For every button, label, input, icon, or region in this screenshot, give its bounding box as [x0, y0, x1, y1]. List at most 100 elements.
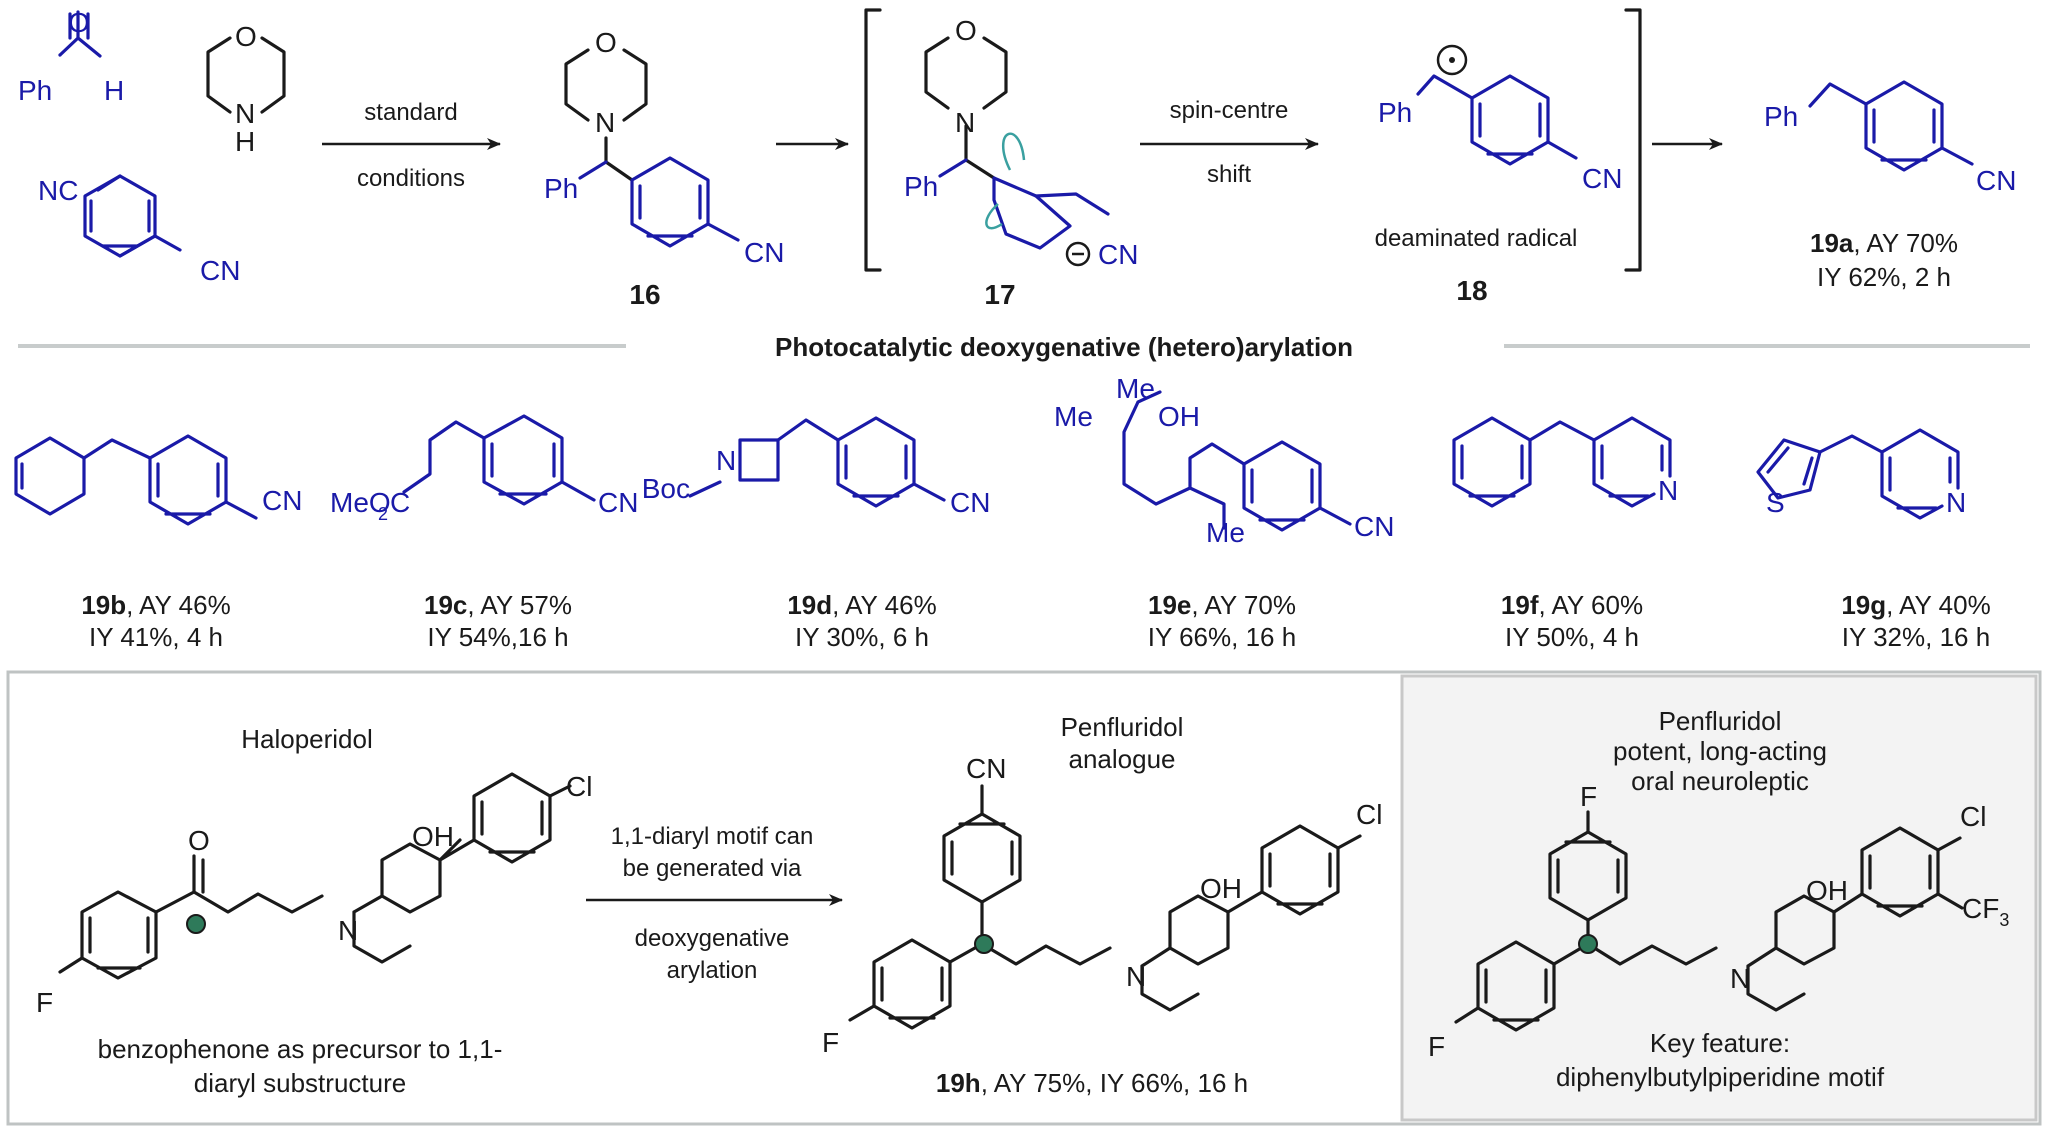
bracket-right — [1624, 8, 1642, 272]
dicyano-nc-label: NC — [38, 175, 78, 206]
cmpd19c-ester-c: C — [390, 487, 410, 518]
morpholine-h-label: H — [235, 126, 255, 157]
analogue-sp3-carbon-marker — [974, 934, 994, 954]
yield-19c-iy: IY 54%,16 h — [427, 622, 568, 652]
penfluridol-caption2: diphenylbutylpiperidine motif — [1556, 1062, 1885, 1092]
yield-19e-iy: IY 66%, 16 h — [1148, 622, 1296, 652]
analogue-yield: , AY 75%, IY 66%, 16 h — [981, 1068, 1248, 1098]
analogue-cl-label: Cl — [1356, 799, 1382, 830]
cmpd18-label: 18 — [1456, 275, 1487, 306]
cmpd19c-ester-meo: MeO — [330, 487, 391, 518]
cmpd17-label: 17 — [984, 279, 1015, 310]
bottom-arrow-bottom1: deoxygenative — [635, 925, 790, 952]
penfluridol-f-top-label: F — [1580, 781, 1597, 812]
penfluridol-title1: Penfluridol — [1659, 706, 1782, 736]
compound-19f: N — [1452, 416, 1678, 508]
yield-19d-ay: 19d, AY 46% — [787, 590, 936, 620]
cmpd19c-ester-sub: 2 — [378, 504, 388, 524]
yield-19d-iy: IY 30%, 6 h — [795, 622, 929, 652]
morpholine: O N H — [206, 21, 286, 157]
dicyano-cn-label: CN — [200, 255, 240, 286]
compound-19g: S N — [1756, 428, 1966, 520]
cmpd17-n-label: N — [955, 107, 975, 138]
haloperidol-cl-label: Cl — [566, 771, 592, 802]
haloperidol-structure: Haloperidol O OH N Cl F benzophenone as … — [36, 724, 592, 1098]
benzaldehyde: Ph H O — [18, 7, 124, 106]
penfluridol-cl-label: Cl — [1960, 801, 1986, 832]
arrow1-bottom-label: conditions — [357, 165, 465, 192]
cmpd19e-oh-label: OH — [1158, 401, 1200, 432]
yield-19f-iy: IY 50%, 4 h — [1505, 622, 1639, 652]
cmpd19a-ay: , AY 70% — [1853, 228, 1958, 258]
haloperidol-oh-label: OH — [412, 821, 454, 852]
bottom-arrow-top1: 1,1-diaryl motif can — [611, 823, 814, 850]
haloperidol-f-label: F — [36, 987, 53, 1018]
cmpd19d-n-label: N — [716, 445, 736, 476]
cmpd16-cn-label: CN — [744, 237, 784, 268]
cmpd19d-boc-label: Boc — [642, 473, 690, 504]
compound-19d: Boc N CN — [642, 416, 990, 518]
yield-19e-ay: 19e, AY 70% — [1148, 590, 1296, 620]
cmpd17-ph-label: Ph — [904, 171, 938, 202]
penfluridol-cf3-label: CF3 — [1962, 893, 2009, 930]
morpholine-o-label: O — [235, 21, 257, 52]
haloperidol-n-label: N — [338, 915, 358, 946]
analogue-n-label: N — [1126, 961, 1146, 992]
analogue-cn-label: CN — [966, 753, 1006, 784]
cmpd18-ph-label: Ph — [1378, 97, 1412, 128]
yield-19g-ay: 19g, AY 40% — [1841, 590, 1990, 620]
carbonyl-carbon-marker — [186, 914, 206, 934]
bottom-arrow-top2: be generated via — [623, 855, 802, 882]
compound-19c: MeO 2 C CN — [330, 414, 638, 524]
cmpd19g-s-label: S — [1766, 487, 1785, 518]
compound-19e: Me Me OH Me CN — [1054, 373, 1394, 548]
terephthalonitrile: NC CN — [38, 174, 240, 286]
haloperidol-caption2: diaryl substructure — [194, 1068, 406, 1098]
penfluridol-caption1: Key feature: — [1650, 1028, 1790, 1058]
arrow3-bottom-label: shift — [1207, 161, 1251, 188]
cmpd19a-ph-label: Ph — [1764, 101, 1798, 132]
compound-16: O N Ph CN 16 — [544, 27, 784, 310]
penfluridol-title3: oral neuroleptic — [1631, 766, 1809, 796]
arrow1-top-label: standard — [364, 99, 457, 126]
cmpd19e-me1-label: Me — [1116, 373, 1155, 404]
penfluridol-n-label: N — [1730, 963, 1750, 994]
cmpd19g-n-label: N — [1946, 487, 1966, 518]
cmpd17-cn-label: CN — [1098, 239, 1138, 270]
compound-19b: CN — [14, 434, 302, 526]
cmpd18-caption: deaminated radical — [1375, 225, 1578, 252]
yield-19b-ay: 19b, AY 46% — [81, 590, 230, 620]
cmpd18-cn-label: CN — [1582, 163, 1622, 194]
yield-19f-ay: 19f, AY 60% — [1501, 590, 1643, 620]
cmpd19c-cn-label: CN — [598, 487, 638, 518]
cmpd19e-me3-label: Me — [1206, 517, 1245, 548]
penfluridol-oh-label: OH — [1806, 875, 1848, 906]
haloperidol-o-label: O — [188, 825, 210, 856]
section-title: Photocatalytic deoxygenative (hetero)ary… — [775, 332, 1353, 362]
cmpd19b-cn-label: CN — [262, 485, 302, 516]
cmpd19a-cn-label: CN — [1976, 165, 2016, 196]
cmpd16-ph-label: Ph — [544, 173, 578, 204]
cmpd17-o-label: O — [955, 15, 977, 46]
yield-19b-iy: IY 41%, 4 h — [89, 622, 223, 652]
cmpd19e-me2-label: Me — [1054, 401, 1093, 432]
penfluridol-sp3-carbon-marker — [1578, 934, 1598, 954]
aldehyde-h-label: H — [104, 75, 124, 106]
analogue-result: 19h, AY 75%, IY 66%, 16 h — [936, 1068, 1248, 1098]
analogue-oh-label: OH — [1200, 873, 1242, 904]
cmpd19f-n-label: N — [1658, 475, 1678, 506]
compound-17: O N Ph CN 17 — [904, 15, 1138, 310]
haloperidol-title: Haloperidol — [241, 724, 373, 754]
bottom-panel-frame — [6, 670, 2042, 1126]
penfluridol-structure: Penfluridol potent, long-acting oral neu… — [1428, 706, 2009, 1092]
cmpd19a-id: 19a — [1810, 228, 1854, 258]
penfluridol-f-bottom-label: F — [1428, 1031, 1445, 1062]
cmpd19e-cn-label: CN — [1354, 511, 1394, 542]
cmpd16-o-label: O — [595, 27, 617, 58]
analogue-title2: analogue — [1069, 744, 1176, 774]
penfluridol-title2: potent, long-acting — [1613, 736, 1827, 766]
compound-18: Ph CN deaminated radical 18 — [1375, 44, 1622, 306]
compound-19a: Ph CN 19a, AY 70% IY 62%, 2 h — [1764, 80, 2016, 292]
cmpd16-n-label: N — [595, 107, 615, 138]
